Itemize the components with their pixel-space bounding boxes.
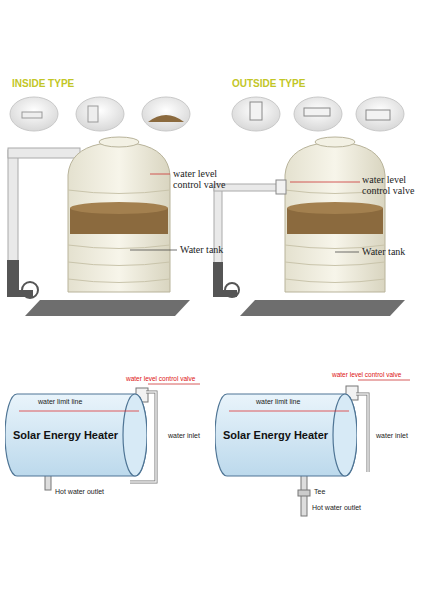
- water-tank-outside: [213, 137, 405, 316]
- heater-tank: Solar Energy Heater: [215, 393, 357, 477]
- tank-name: Solar Energy Heater: [223, 429, 335, 441]
- part-label: Water tank: [180, 244, 223, 255]
- part-label: water level control valve: [362, 174, 420, 196]
- part-label: INSIDE TYPE: [12, 78, 74, 89]
- part-label: water level control valve: [126, 375, 195, 382]
- part-label: Hot water outlet: [55, 488, 104, 496]
- part-label: water inlet: [168, 432, 200, 440]
- water-tank-inside: [7, 137, 190, 316]
- part-label: water limit line: [256, 398, 300, 406]
- tank-name: Solar Energy Heater: [13, 429, 125, 441]
- part-label: Tee: [314, 488, 325, 496]
- part-label: water level control valve: [332, 371, 401, 378]
- part-label: Hot water outlet: [312, 504, 361, 512]
- part-label: OUTSIDE TYPE: [232, 78, 305, 89]
- heater-tank: Solar Energy Heater: [5, 393, 147, 477]
- part-label: water limit line: [38, 398, 82, 406]
- part-label: water inlet: [376, 432, 408, 440]
- part-label: Water tank: [362, 246, 405, 257]
- inset-pictures: [10, 97, 404, 131]
- part-label: water level control valve: [173, 168, 237, 190]
